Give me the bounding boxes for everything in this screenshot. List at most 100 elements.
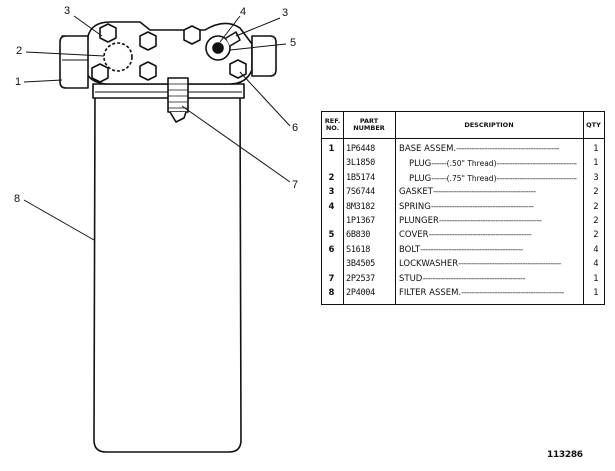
quantity: 4 [593,244,599,255]
table-row: 3 7S6744 GASKET---------------------------… [322,187,604,199]
leader-6 [239,71,291,127]
description-text: PLUG [409,173,432,184]
outlet-port-right [251,35,277,77]
quantity: 2 [593,216,599,226]
part-description: PLUG------(.50" Thread)-----------------… [409,159,577,170]
description-text: STUD [399,273,423,284]
description-text: COVER [399,230,429,241]
description-text: LOCKWASHER [399,259,459,270]
quantity: 2 [593,230,599,241]
table-row: 8 2P4004 FILTER ASSEM.--------------------… [322,288,604,300]
leader-7 [181,105,291,183]
callout-4: 4 [240,6,247,18]
table-row: 2 1B5174 PLUG------(.75" Thread)----------… [322,173,604,185]
quantity: 3 [593,172,599,183]
description-text: BASE ASSEM. [399,144,457,154]
part-number: 6B830 [346,230,371,241]
header-qty: QTY [583,112,604,139]
part-number: 3B4505 [346,259,375,270]
bolt-hex-4 [139,61,157,81]
part-number: 1B5174 [346,172,375,183]
part-description: GASKET----------------------------------… [399,187,536,198]
leader-2 [25,51,105,57]
callout-3-top-right: 3 [282,7,289,19]
stud [167,77,189,113]
filter-canister [93,91,242,453]
callout-1: 1 [15,76,22,88]
part-number: 3L1850 [346,158,375,169]
description-text: FILTER ASSEM. [399,288,462,298]
callout-7: 7 [292,179,299,191]
part-description: PLUNGER---------------------------------… [399,216,542,226]
quantity: 2 [593,187,599,198]
ref-number: 7 [328,273,335,284]
table-row: 7 2P2537 STUD-----------------------------… [322,274,604,286]
callout-8: 8 [14,193,21,205]
callout-2: 2 [16,45,23,57]
leader-3b [235,17,281,37]
header-description: DESCRIPTION [395,112,583,139]
table-row: 1 1P6448 BASE ASSEM.----------------------… [322,144,604,156]
ref-number: 3 [328,187,335,198]
leader-8 [23,199,95,241]
part-number: 1P6448 [346,144,375,154]
base-head [85,21,253,85]
callout-5: 5 [290,37,297,49]
leader-3a [73,15,103,37]
part-number: 8M3182 [346,201,375,212]
table-row: 3L1850 PLUG------(.50" Thread)-----------… [322,158,604,170]
table-row: 6 S1618 BOLT------------------------------… [322,245,604,257]
part-description: FILTER ASSEM.---------------------------… [399,288,564,298]
part-description: SPRING----------------------------------… [399,201,534,212]
description-text: PLUNGER [399,216,439,226]
table-row: 3B4505 LOCKWASHER------------------------… [322,259,604,271]
part-description: LOCKWASHER------------------------------… [399,259,561,270]
header-part-number: PART NUMBER [343,112,395,139]
table-row: 4 8M3182 SPRING---------------------------… [322,202,604,214]
plug-circle [103,42,133,72]
callout-3-top-left: 3 [64,5,71,17]
quantity: 1 [593,273,599,284]
part-description: BASE ASSEM.-----------------------------… [399,144,559,154]
quantity: 1 [593,144,599,154]
bolt-hex-3 [91,63,109,83]
description-text: PLUG [409,159,432,170]
callout-6: 6 [292,122,299,134]
part-number: 2P4004 [346,288,375,298]
part-number: 1P1367 [346,216,375,226]
part-number: 2P2537 [346,273,375,284]
leader-4 [219,15,241,43]
quantity: 1 [593,288,599,298]
description-text: SPRING [399,201,431,212]
part-description: PLUG------(.75" Thread)-----------------… [409,173,577,184]
table-row: 1P1367 PLUNGER---------------------------… [322,216,604,228]
part-description: COVER-----------------------------------… [399,230,532,241]
quantity: 4 [593,259,599,270]
leader-1 [23,79,63,83]
part-number: 7S6744 [346,187,375,198]
part-number: S1618 [346,244,371,255]
description-text: GASKET [399,187,433,198]
description-detail: (.75" Thread) [446,173,497,183]
part-description: STUD------------------------------------… [399,273,526,284]
ref-number: 1 [328,144,335,154]
table-row: 5 6B830 COVER-----------------------------… [322,230,604,242]
leader-5 [229,43,287,51]
description-text: BOLT [399,244,421,255]
header-ref-no: REF. NO. [322,112,343,139]
quantity: 1 [593,158,599,169]
inlet-port-left [59,35,89,89]
bolt-hex-1 [99,23,117,43]
description-detail: (.50" Thread) [446,159,497,169]
ref-number: 2 [328,172,335,183]
ref-number: 5 [328,230,335,241]
bolt-hex-2 [139,31,157,51]
ref-number: 6 [328,244,335,255]
ref-number: 4 [328,201,335,212]
quantity: 2 [593,201,599,212]
ref-number: 8 [328,288,335,298]
bolt-hex-5 [183,25,201,45]
part-description: BOLT------------------------------------… [399,244,523,255]
